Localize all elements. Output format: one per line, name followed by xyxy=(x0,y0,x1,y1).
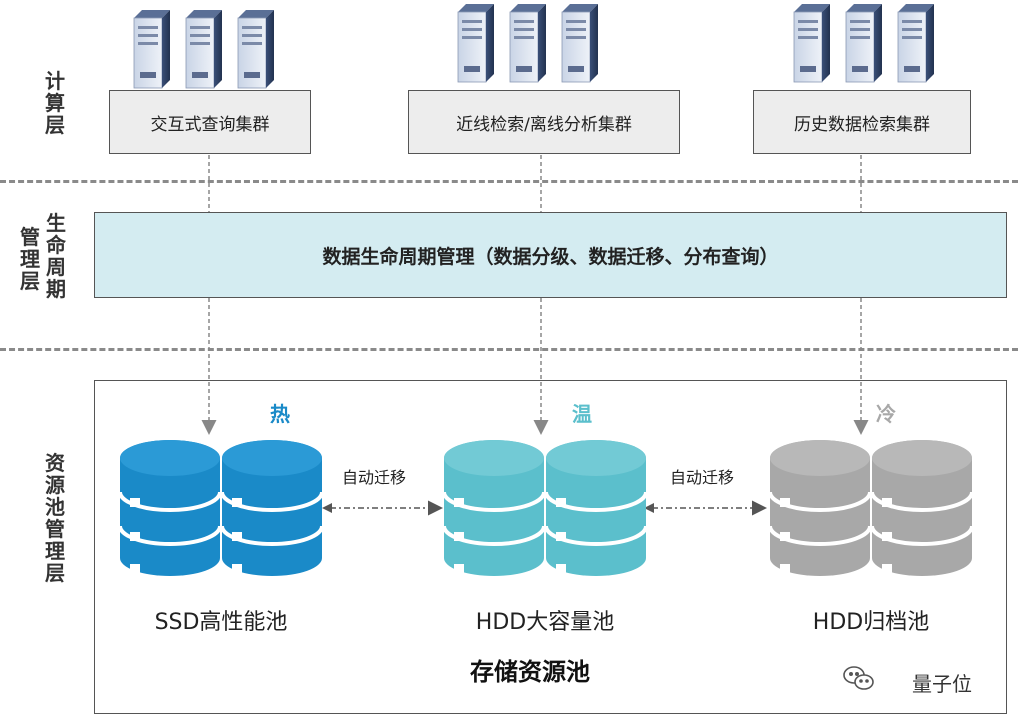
wechat-icon xyxy=(843,666,874,690)
lifecycle-layer-label-col1: 管 理 层 xyxy=(20,225,40,293)
server-icon xyxy=(133,10,170,89)
database-icon xyxy=(544,440,648,576)
storage-pool-title: 存储资源池 xyxy=(470,658,590,686)
resource-pool-layer-label: 资 源 池 管 理 层 xyxy=(45,451,65,585)
pool-name-hdd-large: HDD大容量池 xyxy=(475,610,615,635)
db-group-ssd xyxy=(118,440,324,576)
cluster-label: 历史数据检索集群 xyxy=(794,114,930,135)
database-icon xyxy=(118,440,222,576)
database-icon xyxy=(768,440,872,576)
divider-lifecycle-pool xyxy=(0,348,1018,351)
lifecycle-management-label: 数据生命周期管理（数据分级、数据迁移、分布查询） xyxy=(322,245,779,268)
temp-label-warm: 温 xyxy=(572,402,592,426)
server-icon xyxy=(897,4,934,83)
server-icon xyxy=(793,4,830,83)
server-icon xyxy=(457,4,494,83)
cluster-interactive-query: 交互式查询集群 xyxy=(109,90,311,154)
cluster-label: 交互式查询集群 xyxy=(150,114,270,135)
server-icon xyxy=(561,4,598,83)
database-icon xyxy=(870,440,974,576)
database-icon xyxy=(442,440,546,576)
db-group-hdd-archive xyxy=(768,440,974,576)
server-icon xyxy=(185,10,222,89)
lifecycle-management-box: 数据生命周期管理（数据分级、数据迁移、分布查询） xyxy=(94,212,1007,298)
server-group-interactive xyxy=(133,10,274,89)
migration-arrow-heads-left xyxy=(322,503,654,513)
database-icon xyxy=(220,440,324,576)
db-group-hdd-large xyxy=(442,440,648,576)
watermark: 量子位 xyxy=(912,668,972,697)
cluster-history-retrieval: 历史数据检索集群 xyxy=(753,90,971,154)
server-group-nearline xyxy=(457,4,598,83)
pool-name-hdd-archive: HDD归档池 xyxy=(812,610,930,635)
cluster-label: 近线检索/离线分析集群 xyxy=(456,114,632,135)
temp-label-cold: 冷 xyxy=(876,402,896,426)
server-group-history xyxy=(793,4,934,83)
server-icon xyxy=(509,4,546,83)
temp-label-hot: 热 xyxy=(270,402,290,426)
migration-label-left: 自动迁移 xyxy=(342,468,407,487)
vertical-connectors xyxy=(201,155,869,435)
pool-name-ssd: SSD高性能池 xyxy=(154,610,288,635)
cluster-nearline-offline: 近线检索/离线分析集群 xyxy=(408,90,680,154)
divider-compute-lifecycle xyxy=(0,180,1018,183)
lifecycle-layer-label-col2: 生 命 周 期 xyxy=(46,211,66,301)
server-icon xyxy=(845,4,882,83)
migration-label-right: 自动迁移 xyxy=(670,468,735,487)
watermark-text: 量子位 xyxy=(912,672,972,696)
compute-layer-label: 计 算 层 xyxy=(45,69,65,137)
server-icon xyxy=(237,10,274,89)
